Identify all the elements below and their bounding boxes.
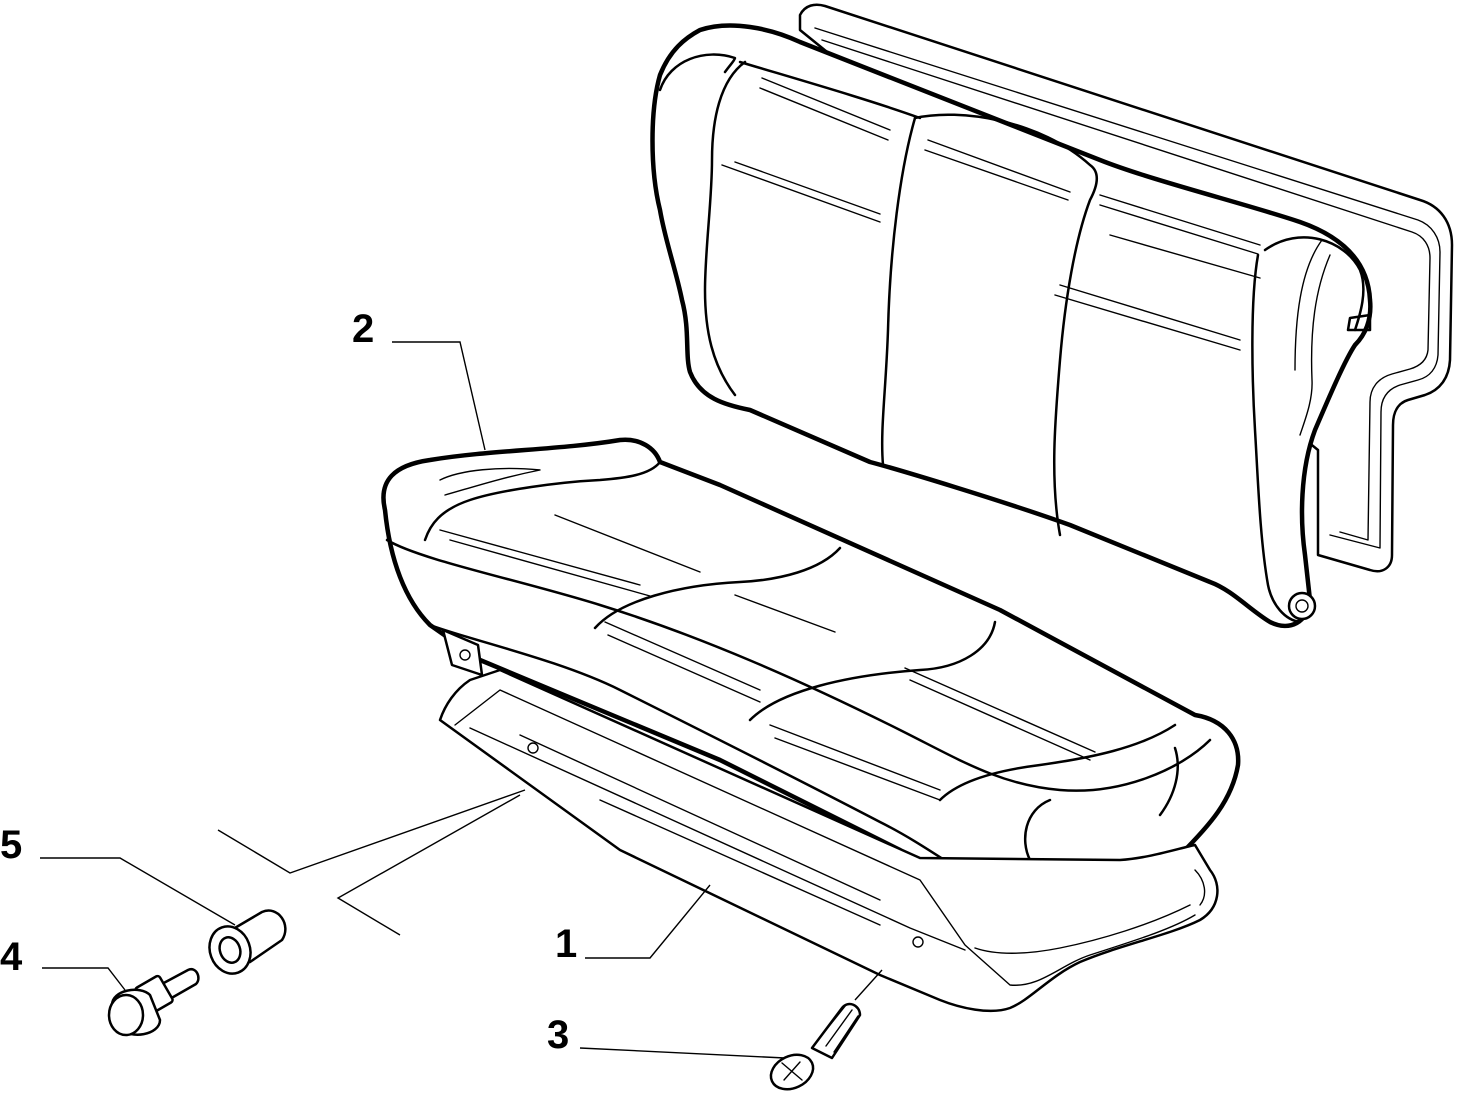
stud-bolt-icon	[107, 967, 200, 1037]
leader-part-1	[585, 884, 711, 959]
leader-part-3	[579, 1047, 786, 1059]
callout-part-1: 1	[555, 922, 577, 966]
assembly-axis-upper	[217, 789, 526, 874]
assembly-axis-lower	[336, 794, 521, 936]
callout-part-4: 4	[0, 935, 23, 979]
seat-base-frame-icon	[438, 668, 1219, 1013]
leader-lines	[40, 341, 883, 1059]
callout-part-2: 2	[352, 307, 374, 351]
bolt-icon	[769, 1002, 862, 1091]
leader-part-4	[42, 967, 126, 991]
seat-cushion-icon	[381, 437, 1241, 920]
leader-part-3-axis	[854, 969, 883, 1001]
callout-part-3: 3	[547, 1013, 569, 1057]
leader-part-2	[392, 341, 486, 451]
bushing-icon	[208, 909, 287, 975]
callout-part-5: 5	[0, 823, 22, 867]
leader-part-5	[40, 857, 236, 926]
seat-backrest-icon	[650, 3, 1454, 629]
